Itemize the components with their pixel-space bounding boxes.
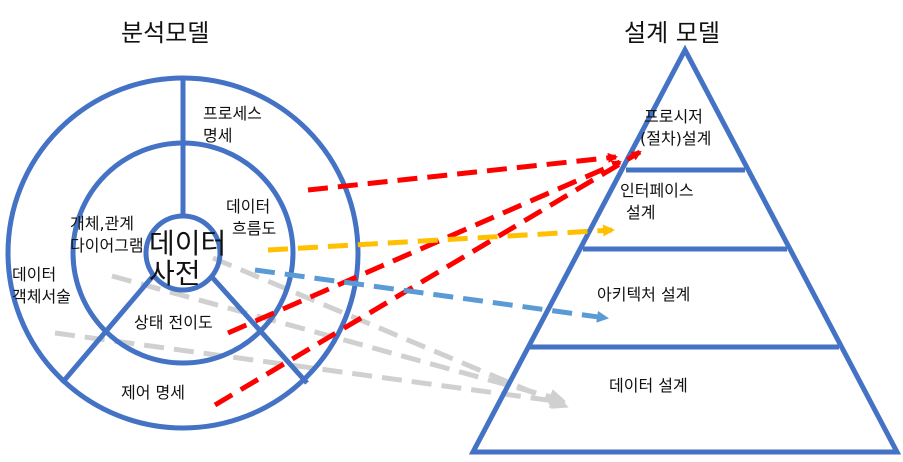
analysis-model-title: 분석모델 [121,19,210,47]
divider-lower-left [60,274,155,385]
procedural-design-line2: (절차)설계 [640,129,712,148]
procedural-design-label: 프로시저 (절차)설계 [640,106,711,150]
design-model-title: 설계 모델 [624,19,720,47]
process-spec-line2: 명세 [203,126,233,145]
erd-label: 개체,관계 다이어그램 [70,213,144,257]
architecture-design-label: 아키텍처 설계 [597,285,691,304]
pyramid-outline [468,44,902,455]
divider-lower-right [209,274,309,385]
dfd-line1: 데이터 [226,197,271,216]
design-model-pyramid [468,44,902,455]
process-spec-line1: 프로세스 [203,104,262,123]
erd-line1: 개체,관계 [70,214,134,233]
data-dictionary-label: 데이터 사전 [149,229,226,289]
analysis-model-diagram [5,75,361,431]
control-spec-label: 제어 명세 [121,383,185,402]
dfd-line2: 흐름도 [232,219,277,238]
data-dictionary-line1: 데이터 [149,227,227,260]
arrow-data-object-to-data-design [54,330,566,409]
data-object-desc-line2: 객체서술 [12,287,71,306]
interface-design-line2: 설계 [626,203,656,222]
procedural-design-line1: 프로시저 [644,107,703,126]
arrow-std-to-procedural [227,159,622,336]
erd-line2: 다이어그램 [70,236,144,255]
arrow-dictionary-to-data-design [212,255,569,409]
process-spec-label: 프로세스 명세 [203,103,262,147]
arrow-dfd-to-interface [267,224,615,253]
arrow-erd-to-data-design [111,273,566,405]
std-label: 상태 전이도 [134,313,213,332]
arrow-dfd-to-procedural [307,152,618,193]
interface-design-label: 인터페이스 설계 [620,180,694,224]
arrow-control-to-procedural [213,149,642,408]
data-object-desc-label: 데이터 객체서술 [12,264,71,308]
interface-design-line1: 인터페이스 [620,181,694,200]
data-dictionary-line2: 사전 [149,257,201,290]
dfd-label: 데이터 흐름도 [226,196,276,240]
data-object-desc-line1: 데이터 [12,265,57,284]
data-design-label: 데이터 설계 [609,376,688,395]
